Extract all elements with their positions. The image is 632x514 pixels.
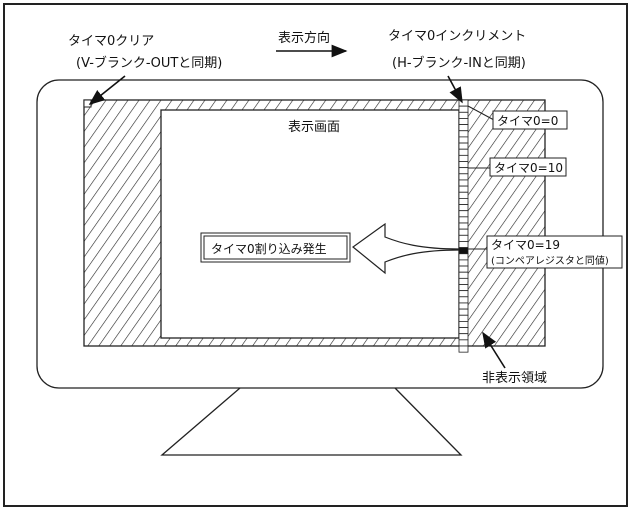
- increment-arrow: [447, 75, 463, 104]
- scanline-counter-column: [458, 99, 469, 353]
- monitor-bezel: [36, 79, 604, 389]
- display-screen-label: 表示画面: [288, 120, 340, 135]
- interrupt-arrow: [352, 222, 460, 275]
- counter-cell: [458, 228, 469, 236]
- counter-cell: [458, 99, 469, 107]
- interrupt-box-inner: [203, 235, 348, 260]
- counter-cell: [458, 308, 469, 316]
- counter-cell: [458, 222, 469, 230]
- timer-10-box: [489, 157, 567, 177]
- counter-cell: [458, 265, 469, 273]
- frame-border: [3, 3, 628, 507]
- counter-cell: [458, 179, 469, 187]
- timer-19-note: (コンペアレジスタと同値): [491, 254, 609, 267]
- counter-cell: [458, 234, 469, 242]
- counter-cell: [458, 314, 469, 322]
- counter-cell: [458, 136, 469, 144]
- counter-cell: [458, 296, 469, 304]
- counter-cell: [458, 210, 469, 218]
- counter-cell: [458, 124, 469, 132]
- counter-cell: [458, 148, 469, 156]
- timer-clear-sync-label: (V-ブランク-OUTと同期): [76, 55, 222, 71]
- timer-clear-label: タイマ0クリア: [68, 34, 154, 49]
- timer-increment-label: タイマ0インクリメント: [388, 29, 526, 44]
- counter-cell: [458, 253, 469, 261]
- counter-cell: [458, 302, 469, 310]
- counter-cell: [458, 284, 469, 292]
- timer-0-label: タイマ0=0: [497, 114, 558, 128]
- timer-0-box: [492, 110, 568, 130]
- counter-cell: [458, 167, 469, 175]
- counter-cell: [458, 173, 469, 181]
- counter-cell: [458, 204, 469, 212]
- counter-cell: [458, 161, 469, 169]
- interrupt-box-outer: [200, 232, 351, 263]
- counter-cell: [458, 216, 469, 224]
- counter-cell: [458, 339, 469, 347]
- direction-label: 表示方向: [278, 30, 330, 46]
- monitor-stand: [160, 387, 463, 456]
- counter-cell: [458, 320, 469, 328]
- counter-cell: [458, 241, 469, 248]
- counter-cell: [458, 290, 469, 298]
- interrupt-label: タイマ0割り込み発生: [211, 241, 327, 256]
- counter-cell: [458, 130, 469, 138]
- counter-cell: [458, 197, 469, 205]
- timer-19-box: [486, 235, 623, 269]
- timer-19-label: タイマ0=19: [491, 238, 560, 252]
- counter-cell: [458, 111, 469, 119]
- counter-cell: [458, 191, 469, 199]
- counter-cell: [458, 271, 469, 279]
- non-display-label: 非表示領域: [482, 370, 547, 386]
- counter-cell: [458, 277, 469, 285]
- counter-cell: [458, 259, 469, 267]
- counter-cell: [458, 327, 469, 335]
- non-display-arrow: [482, 331, 506, 369]
- counter-cell: [458, 154, 469, 162]
- display-screen: [160, 109, 460, 339]
- counter-cell: [458, 142, 469, 150]
- counter-cell-match: [458, 247, 469, 255]
- leader-0: [467, 105, 495, 121]
- timer-increment-sync-label: (H-ブランク-INと同期): [392, 55, 526, 71]
- counter-cell: [458, 185, 469, 193]
- counter-cell: [458, 345, 469, 353]
- clear-arrow: [88, 75, 126, 105]
- timer-10-label: タイマ0=10: [494, 161, 563, 175]
- counter-cell: [458, 118, 469, 125]
- counter-cell: [458, 333, 469, 341]
- counter-cell: [458, 105, 469, 113]
